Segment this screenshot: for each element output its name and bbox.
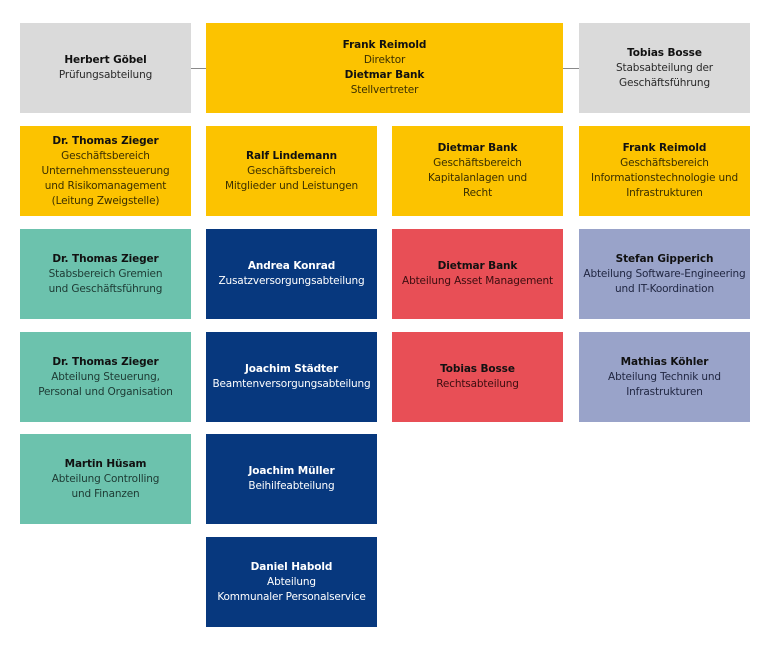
unit-name: Zusatzversorgungsabteilung (218, 275, 365, 287)
person-name: Frank Reimold (622, 142, 707, 154)
person-name: Dietmar Bank (437, 260, 518, 272)
box-gb-unternehmenssteuerung: Dr. Thomas Zieger Geschäftsbereich Unter… (20, 126, 191, 216)
box-abteilung-controlling: Martin Hüsam Abteilung Controlling und F… (20, 434, 191, 524)
box-technik-infrastrukturen: Mathias Köhler Abteilung Technik und Inf… (579, 332, 750, 422)
unit-name: Recht (462, 187, 493, 199)
unit-name: Rechtsabteilung (436, 378, 519, 390)
person-name: Dr. Thomas Zieger (52, 252, 159, 265)
person-name: Joachim Städter (244, 363, 339, 375)
box-beihilfe: Joachim Müller Beihilfeabteilung (206, 434, 377, 524)
box-stabsbereich-gremien: Dr. Thomas Zieger Stabsbereich Gremien u… (20, 229, 191, 319)
unit-name: Infrastrukturen (626, 385, 703, 398)
unit-name: Beamtenversorgungsabteilung (212, 378, 371, 390)
person-name: Stefan Gipperich (615, 252, 714, 265)
box-kommunaler-personalservice: Daniel Habold Abteilung Kommunaler Perso… (206, 537, 377, 627)
unit-name: Geschäftsbereich (433, 157, 522, 169)
person-name: Herbert Göbel (64, 54, 147, 66)
box-pruefungsabteilung: Herbert Göbel Prüfungsabteilung (20, 23, 191, 113)
box-abteilung-steuerung: Dr. Thomas Zieger Abteilung Steuerung, P… (20, 332, 191, 422)
director-name: Frank Reimold (342, 39, 427, 51)
box-gb-kapitalanlagen: Dietmar Bank Geschäftsbereich Kapitalanl… (392, 126, 563, 216)
person-name: Andrea Konrad (247, 260, 336, 272)
unit-name: Infrastrukturen (626, 187, 703, 199)
person-name: Tobias Bosse (627, 46, 702, 59)
unit-name: und IT-Koordination (615, 282, 714, 295)
unit-name: Unternehmenssteuerung (41, 164, 170, 177)
person-name: Joachim Müller (248, 465, 335, 477)
unit-name: Kapitalanlagen und (427, 172, 528, 184)
person-name: Dr. Thomas Zieger (52, 134, 159, 147)
unit-name: (Leitung Zweigstelle) (51, 194, 160, 207)
unit-name: Geschäftsbereich (247, 164, 336, 177)
unit-name: Geschäftsbereich (620, 157, 709, 169)
deputy-title: Stellvertreter (350, 84, 419, 96)
unit-name: Kommunaler Personalservice (217, 590, 366, 603)
unit-name: Abteilung Controlling (51, 472, 160, 485)
connector-line-right (563, 68, 579, 69)
person-name: Ralf Lindemann (246, 149, 337, 162)
person-name: Dietmar Bank (437, 142, 518, 154)
unit-name: und Risikomanagement (44, 179, 167, 192)
director-title: Direktor (363, 54, 406, 66)
person-name: Mathias Köhler (620, 355, 709, 368)
box-beamtenversorgung: Joachim Städter Beamtenversorgungsabteil… (206, 332, 377, 422)
unit-name: Stabsabteilung der (616, 61, 713, 74)
person-name: Daniel Habold (250, 560, 333, 573)
unit-name: und Finanzen (71, 487, 140, 500)
unit-name: Abteilung (267, 575, 316, 588)
box-gb-mitglieder: Ralf Lindemann Geschäftsbereich Mitglied… (206, 126, 377, 216)
unit-name: Mitglieder und Leistungen (224, 179, 359, 192)
unit-name: Stabsbereich Gremien (48, 267, 163, 280)
box-rechtsabteilung: Tobias Bosse Rechtsabteilung (392, 332, 563, 422)
unit-name: Personal und Organisation (38, 385, 173, 398)
unit-name: Beihilfeabteilung (248, 480, 335, 492)
connector-line-left (191, 68, 206, 69)
box-asset-management: Dietmar Bank Abteilung Asset Management (392, 229, 563, 319)
unit-name: und Geschäftsführung (48, 282, 163, 295)
unit-name: Abteilung Steuerung, (51, 370, 160, 383)
box-software-engineering: Stefan Gipperich Abteilung Software-Engi… (579, 229, 750, 319)
deputy-name: Dietmar Bank (344, 69, 425, 81)
person-name: Dr. Thomas Zieger (52, 355, 159, 368)
box-stabsabteilung: Tobias Bosse Stabsabteilung der Geschäft… (579, 23, 750, 113)
box-gb-informationstechnologie: Frank Reimold Geschäftsbereich Informati… (579, 126, 750, 216)
box-direktor: Frank Reimold Direktor Dietmar Bank Stel… (206, 23, 563, 113)
unit-name: Geschäftsführung (619, 76, 710, 89)
unit-name: Geschäftsbereich (61, 149, 150, 162)
person-name: Martin Hüsam (64, 457, 147, 470)
unit-name: Prüfungsabteilung (58, 69, 153, 81)
person-name: Tobias Bosse (440, 363, 515, 375)
unit-name: Abteilung Software-Engineering (583, 267, 746, 280)
unit-name: Informationstechnologie und (591, 172, 738, 184)
box-zusatzversorgung: Andrea Konrad Zusatzversorgungsabteilung (206, 229, 377, 319)
unit-name: Abteilung Asset Management (402, 275, 553, 287)
unit-name: Abteilung Technik und (608, 370, 721, 383)
